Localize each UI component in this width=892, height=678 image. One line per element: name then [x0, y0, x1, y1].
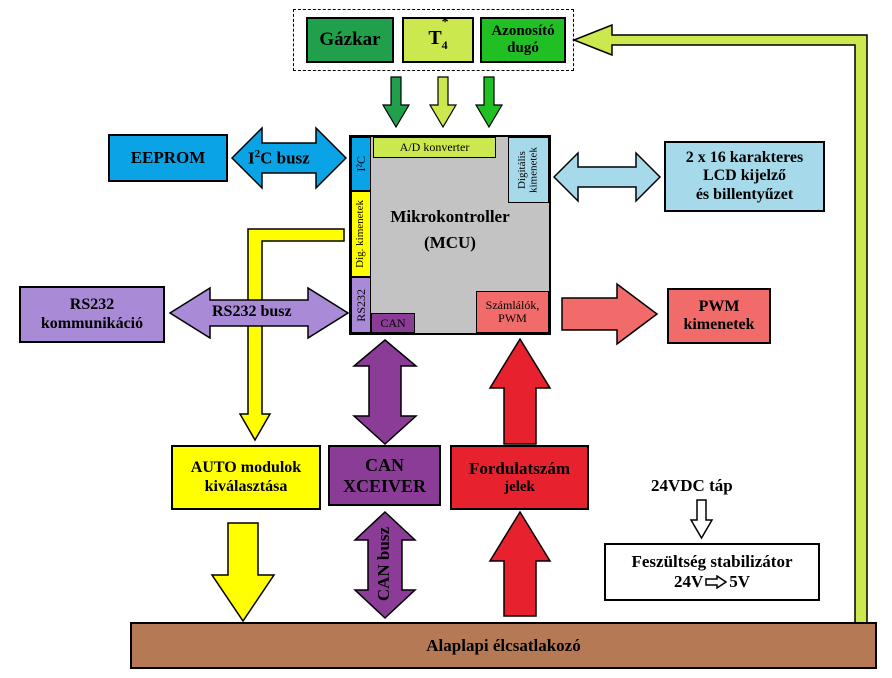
fordulat-label-1: Fordulatszám: [468, 459, 571, 479]
counters-label-1: Számlálók,: [485, 298, 540, 313]
dig-in-block: Dig. kimenetek: [351, 191, 371, 277]
i2c-double-arrow: [230, 126, 348, 190]
auto-box: AUTO modulok kiválasztása: [171, 445, 321, 510]
azonosito-box: Azonosító dugó: [480, 17, 566, 63]
lcd-label-3: és billentyűzet: [695, 185, 794, 203]
lcd-label-2: LCD kijelző: [702, 167, 787, 185]
regulator-arrow-icon: [705, 574, 728, 589]
supply-arrow: [689, 499, 714, 540]
azonosito-label-1: Azonosító: [491, 22, 555, 39]
pwm-arrow: [561, 282, 659, 346]
auto-base-arrow: [210, 522, 276, 623]
rs232-box: RS232 kommunikáció: [19, 286, 165, 343]
base-connector-label: Alaplapi élcsatlakozó: [426, 635, 581, 655]
ad-converter-label: A/D konverter: [399, 140, 470, 155]
mcu-can-block: CAN: [371, 313, 415, 333]
fordulat-mcu-arrow: [488, 337, 552, 445]
counters-label-2: PWM: [498, 311, 527, 325]
can-bus-label: CAN busz: [374, 527, 393, 602]
t4-arrow: [428, 76, 458, 129]
lcd-double-arrow: [552, 151, 662, 203]
can-xceiver-box: CAN XCEIVER: [328, 445, 441, 506]
fordulat-label-2: jelek: [504, 478, 535, 495]
top-input-group: [293, 9, 574, 71]
regulator-voltage: 24V 5V: [673, 572, 751, 591]
azonosito-label-2: dugó: [507, 40, 539, 56]
mcu-can-label: CAN: [380, 315, 406, 330]
i2c-bus-label: I2C busz: [248, 148, 310, 168]
can-xceiver-label-1: CAN: [365, 454, 404, 475]
rs232-bus-label: RS232 busz: [212, 303, 292, 320]
eeprom-box: EEPROM: [108, 134, 228, 182]
regulator-label: Feszültség stabilizátor: [631, 552, 793, 572]
rs232-label-1: RS232: [69, 296, 115, 314]
auto-label-1: AUTO modulok: [190, 459, 302, 477]
mcu-label-1: Mikrokontroller: [390, 207, 510, 227]
mcu-i2c-label: I²C: [353, 156, 368, 172]
eeprom-label: EEPROM: [130, 148, 206, 168]
base-fordulat-arrow: [488, 510, 552, 617]
feedback-line: [571, 23, 868, 629]
mcu-i2c-block: I²C: [351, 137, 371, 191]
dig-in-label: Dig. kimenetek: [354, 200, 367, 268]
mcu-label-2: (MCU): [424, 233, 476, 252]
lcd-box: 2 x 16 karakteres LCD kijelző és billent…: [664, 141, 825, 212]
lcd-label-1: 2 x 16 karakteres: [685, 148, 804, 166]
ad-converter-block: A/D konverter: [373, 137, 496, 158]
t4-label: T4*: [428, 15, 449, 53]
gazkar-label: Gázkar: [319, 29, 381, 51]
gazkar-box: Gázkar: [306, 17, 394, 63]
gaz-arrow: [381, 76, 411, 129]
fordulat-box: Fordulatszám jelek: [450, 445, 589, 510]
rs232-label-2: kommunikáció: [40, 314, 144, 332]
regulator-box: Feszültség stabilizátor 24V 5V: [604, 543, 820, 601]
pwm-label-1: PWM: [698, 297, 740, 315]
supply-label: 24VDC táp: [651, 476, 733, 495]
base-connector-box: Alaplapi élcsatlakozó: [130, 622, 877, 669]
mcu-rs232-label: RS232: [353, 288, 368, 322]
pwm-label-2: kimenetek: [683, 316, 755, 333]
dig-out-block: Digitális kimenetek: [508, 137, 549, 203]
azon-arrow: [474, 76, 504, 129]
dig-out-label: Digitális kimenetek: [515, 147, 540, 193]
auto-select-arrow: [238, 228, 345, 442]
pwm-box: PWM kimenetek: [667, 288, 771, 344]
can-bus-double-arrow: [353, 510, 417, 620]
mcu-rs232-block: RS232: [351, 277, 371, 333]
can-mcu-double-arrow: [351, 339, 419, 446]
rs232-double-arrow: [168, 286, 350, 340]
t4-box: T4*: [402, 15, 474, 63]
can-xceiver-label-2: XCEIVER: [342, 475, 426, 496]
counters-block: Számlálók, PWM: [476, 291, 549, 333]
auto-label-2: kiválasztása: [204, 477, 288, 495]
